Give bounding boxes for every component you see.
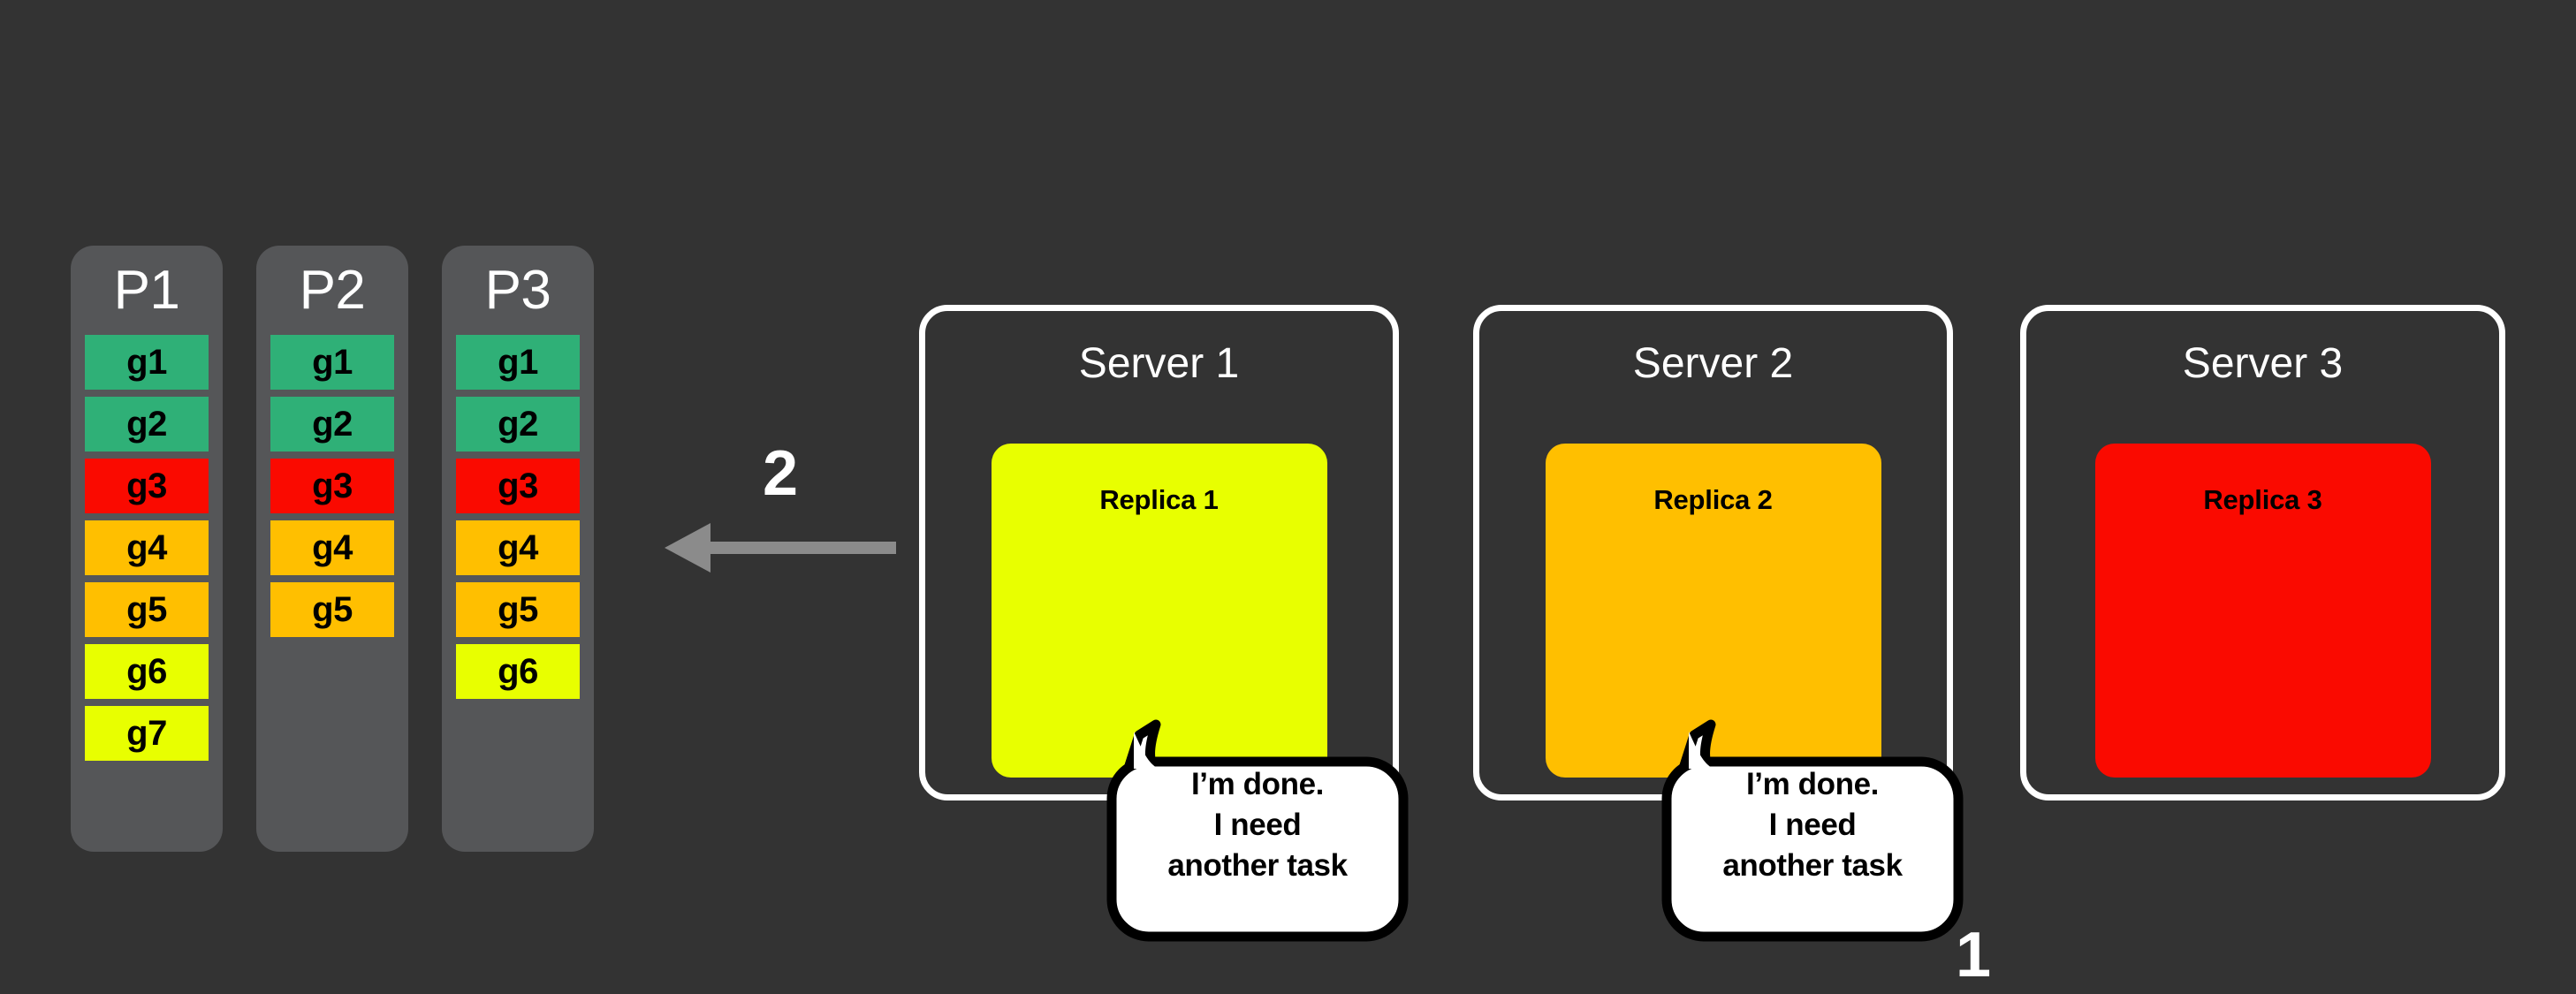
speech-bubble-server-1: I’m done. I need another task: [1106, 719, 1409, 942]
partition-p2[interactable]: P2 g1 g2 g3 g4 g5: [256, 246, 408, 852]
task-block[interactable]: g2: [270, 397, 394, 452]
task-block[interactable]: g6: [456, 644, 580, 700]
task-block[interactable]: g1: [456, 335, 580, 391]
task-block[interactable]: g3: [456, 459, 580, 514]
speech-bubble-text: I’m done. I need another task: [1167, 767, 1348, 883]
task-block[interactable]: g5: [456, 582, 580, 638]
speech-bubble-shape: [1106, 719, 1409, 942]
replica-label: Replica 2: [1653, 484, 1773, 515]
partition-p3[interactable]: P3 g1 g2 g3 g4 g5 g6: [442, 246, 594, 852]
server-title: Server 1: [1078, 340, 1240, 387]
partition-block-list: g1 g2 g3 g4 g5 g6: [456, 335, 580, 700]
step-2-arrow-group: 2: [665, 442, 896, 583]
arrow-left-icon: [665, 523, 896, 573]
partition-block-list: g1 g2 g3 g4 g5: [270, 335, 394, 638]
speech-bubble-shape: [1661, 719, 1964, 942]
speech-bubble-text: I’m done. I need another task: [1722, 767, 1903, 883]
partitions-group: P1 g1 g2 g3 g4 g5 g6 g7 P2 g1 g2 g3 g4 g…: [71, 246, 594, 852]
task-block[interactable]: g1: [270, 335, 394, 391]
replica-label: Replica 1: [1099, 484, 1219, 515]
task-block[interactable]: g5: [85, 582, 209, 638]
replica-3-box[interactable]: Replica 3: [2094, 444, 2431, 778]
partition-title: P1: [113, 260, 180, 321]
partition-block-list: g1 g2 g3 g4 g5 g6 g7: [85, 335, 209, 762]
task-block[interactable]: g6: [85, 644, 209, 700]
partition-p1[interactable]: P1 g1 g2 g3 g4 g5 g6 g7: [71, 246, 223, 852]
task-block[interactable]: g1: [85, 335, 209, 391]
server-3-container[interactable]: Server 3 Replica 3: [2020, 305, 2505, 801]
replica-label: Replica 3: [2203, 484, 2322, 515]
step-number-2: 2: [762, 438, 799, 509]
task-block[interactable]: g2: [456, 397, 580, 452]
task-block[interactable]: g4: [270, 520, 394, 576]
task-block[interactable]: g4: [85, 520, 209, 576]
task-block[interactable]: g3: [270, 459, 394, 514]
task-block[interactable]: g5: [270, 582, 394, 638]
task-block[interactable]: g3: [85, 459, 209, 514]
task-block[interactable]: g7: [85, 706, 209, 762]
server-title: Server 2: [1632, 340, 1794, 387]
task-block[interactable]: g4: [456, 520, 580, 576]
partition-title: P2: [299, 260, 366, 321]
step-number-1: 1: [1956, 920, 1992, 990]
task-block[interactable]: g2: [85, 397, 209, 452]
partition-title: P3: [484, 260, 551, 321]
server-title: Server 3: [2182, 340, 2344, 387]
speech-bubble-server-2: I’m done. I need another task: [1661, 719, 1964, 942]
